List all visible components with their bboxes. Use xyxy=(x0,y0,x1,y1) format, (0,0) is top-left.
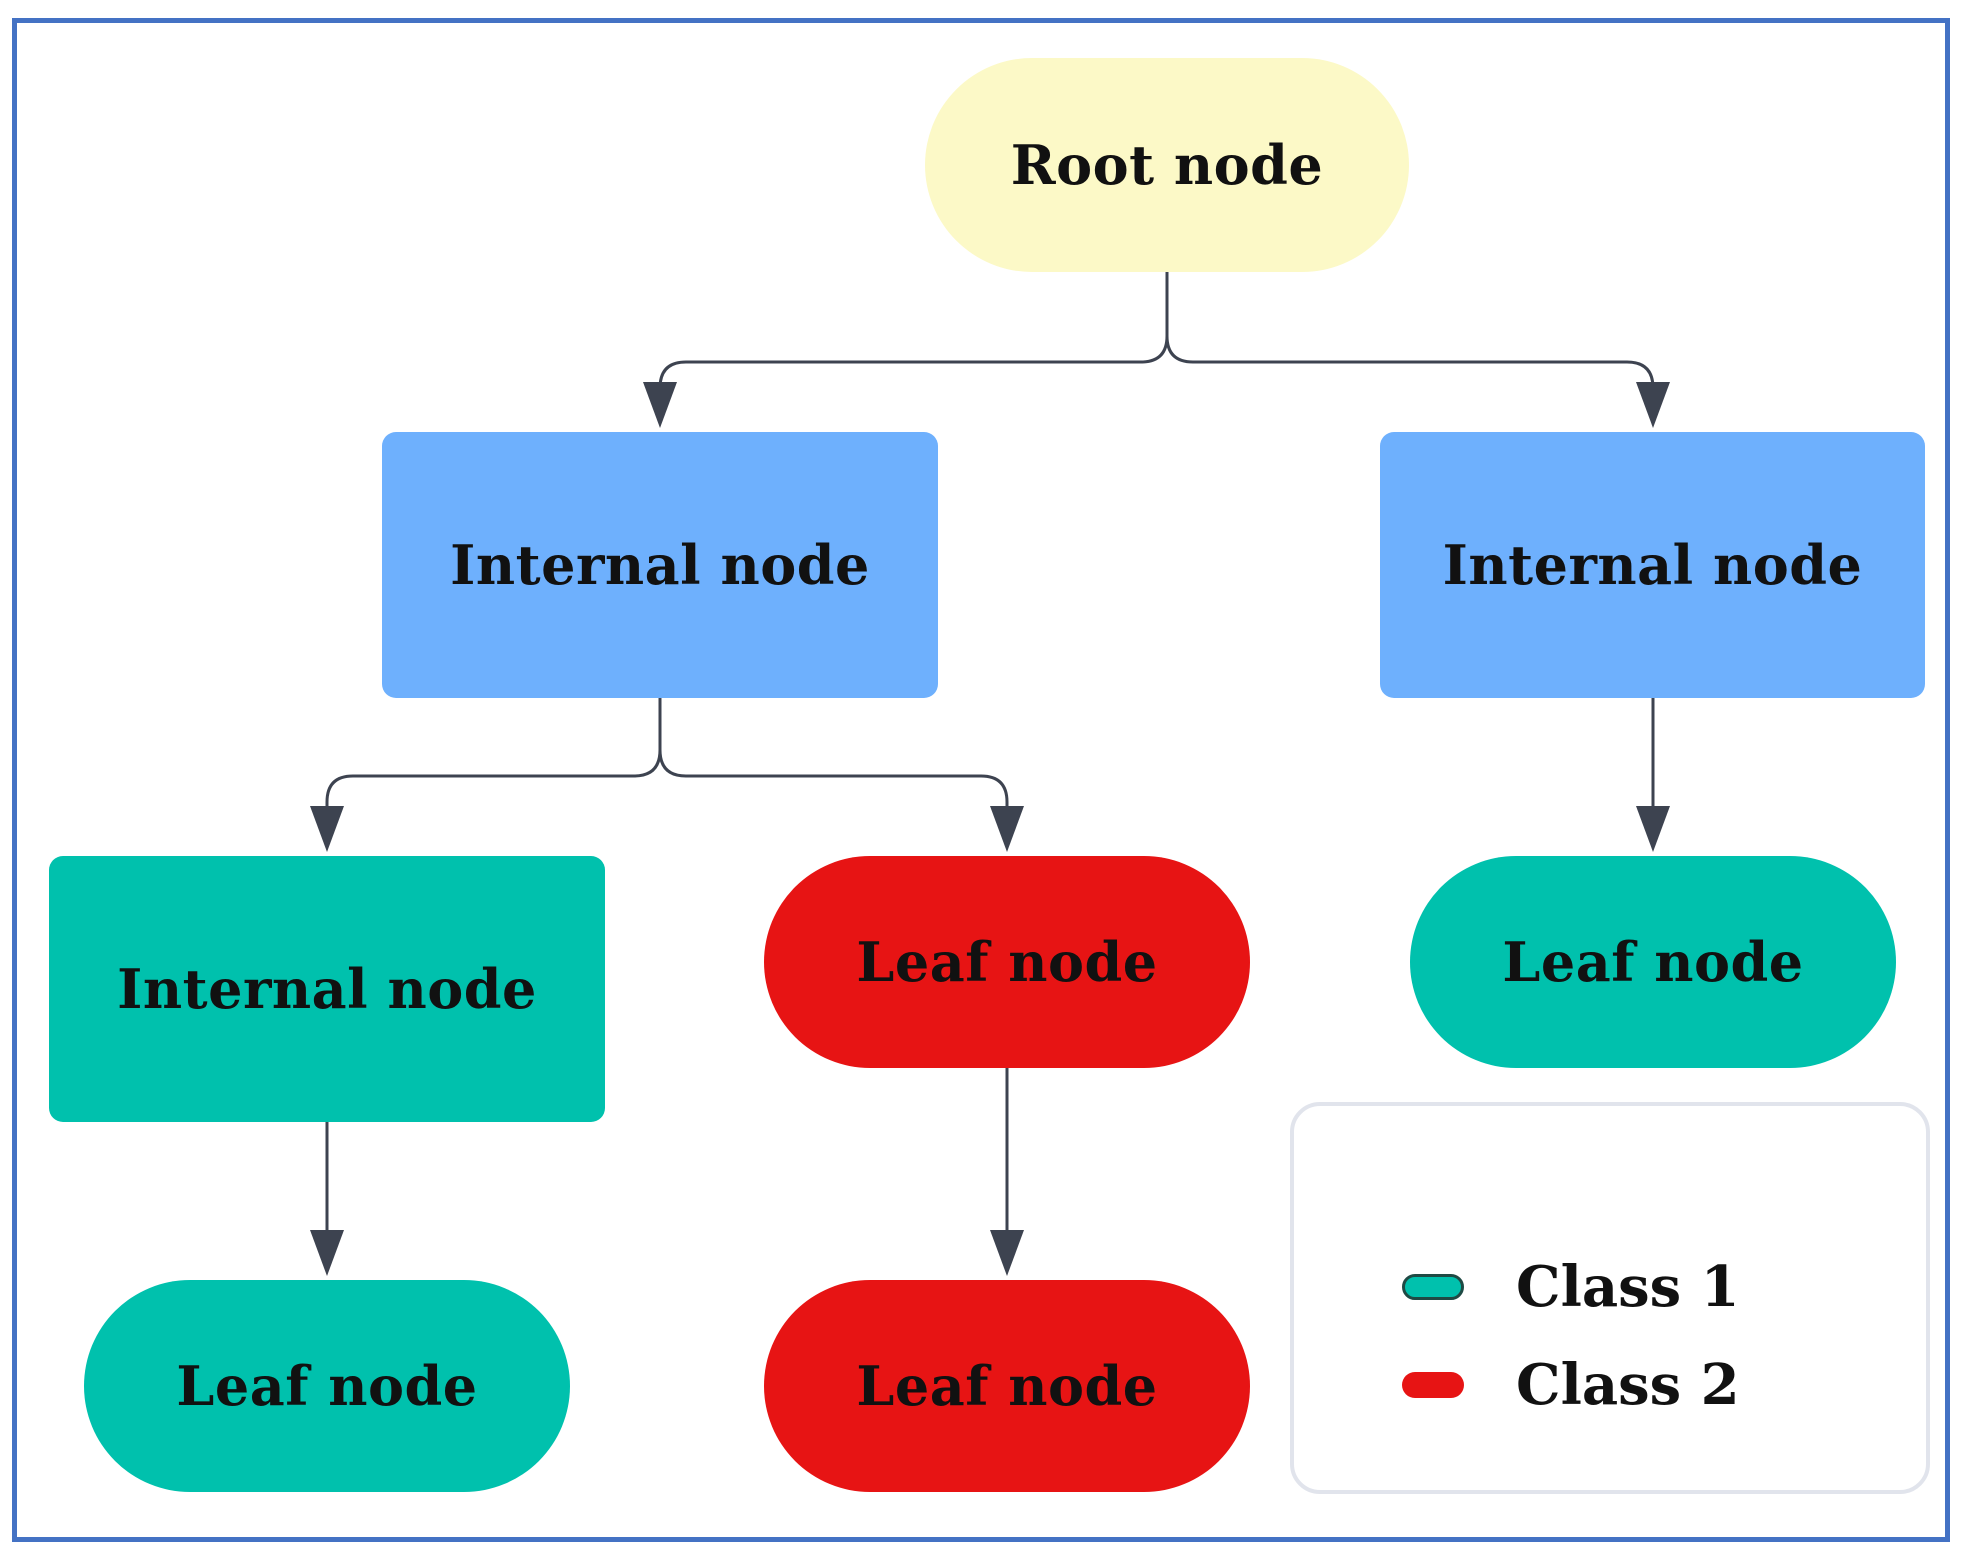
leaf-node-green-right: Leaf node xyxy=(1410,856,1896,1068)
legend-item-class-2: Class 2 xyxy=(1402,1352,1740,1418)
legend: Class 1 Class 2 xyxy=(1290,1102,1930,1494)
diagram-frame xyxy=(12,18,1950,1542)
legend-item-class-1: Class 1 xyxy=(1402,1254,1740,1320)
edge-internal-left-to-leaf-red xyxy=(658,698,1009,846)
leaf-node-red-middle-label: Leaf node xyxy=(856,930,1158,994)
internal-node-left-label: Internal node xyxy=(450,533,870,597)
leaf-node-green-bottom: Leaf node xyxy=(84,1280,570,1492)
arrowhead-icon xyxy=(990,806,1024,852)
arrowhead-icon xyxy=(643,382,677,428)
root-node: Root node xyxy=(925,58,1409,272)
arrowhead-icon xyxy=(1636,806,1670,852)
root-node-label: Root node xyxy=(1010,133,1324,197)
internal-node-left: Internal node xyxy=(382,432,938,698)
edge-root-to-internal-left xyxy=(658,272,1169,422)
arrowhead-icon xyxy=(310,806,344,852)
leaf-node-green-right-label: Leaf node xyxy=(1502,930,1804,994)
leaf-node-red-bottom-label: Leaf node xyxy=(856,1354,1158,1418)
internal-node-right-label: Internal node xyxy=(1442,533,1863,597)
internal-node-green-label: Internal node xyxy=(117,957,537,1021)
edge-internal-left-to-internal-green xyxy=(325,698,662,846)
leaf-node-red-middle: Leaf node xyxy=(764,856,1250,1068)
leaf-node-red-bottom: Leaf node xyxy=(764,1280,1250,1492)
arrowhead-icon xyxy=(310,1230,344,1276)
legend-label-class-1: Class 1 xyxy=(1516,1254,1740,1320)
leaf-node-green-bottom-label: Leaf node xyxy=(176,1354,478,1418)
legend-label-class-2: Class 2 xyxy=(1516,1352,1740,1418)
class-1-swatch xyxy=(1402,1274,1464,1300)
internal-node-right: Internal node xyxy=(1380,432,1925,698)
edge-root-to-internal-right xyxy=(1165,272,1655,422)
internal-node-green: Internal node xyxy=(49,856,605,1122)
arrowhead-icon xyxy=(1636,382,1670,428)
class-2-swatch xyxy=(1402,1372,1464,1398)
arrowhead-icon xyxy=(990,1230,1024,1276)
